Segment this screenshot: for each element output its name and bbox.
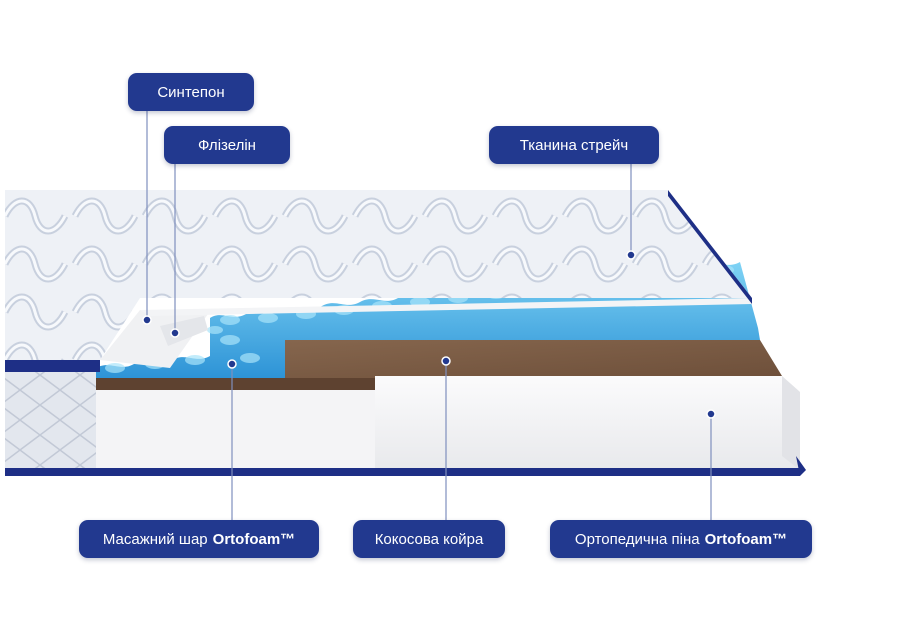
orthopedic-foam-layer bbox=[96, 376, 800, 470]
label-coconut-coir-text: Кокосова койра bbox=[374, 530, 484, 548]
marker-massage-layer bbox=[227, 359, 237, 369]
label-orthopedic-foam: Ортопедична піна Ortofoam™ bbox=[550, 520, 812, 558]
mattress-side-panel bbox=[5, 372, 806, 476]
label-stretch-fabric: Тканина стрейч bbox=[489, 126, 659, 164]
label-flizelin: Флізелін bbox=[164, 126, 290, 164]
label-sintepon: Синтепон bbox=[128, 73, 254, 111]
label-orthopedic-foam-brand: Ortofoam™ bbox=[704, 530, 788, 548]
label-massage-layer-brand: Ortofoam™ bbox=[212, 530, 296, 548]
stretch-fabric-cover bbox=[5, 190, 752, 372]
markers bbox=[142, 250, 716, 419]
marker-sintepon bbox=[142, 315, 152, 325]
label-flizelin-text: Флізелін bbox=[198, 136, 256, 154]
label-massage-layer-text: Масажний шар bbox=[102, 530, 208, 548]
marker-stretch-fabric bbox=[626, 250, 636, 260]
label-sintepon-text: Синтепон bbox=[157, 83, 225, 101]
marker-orthopedic-foam bbox=[706, 409, 716, 419]
label-orthopedic-foam-text: Ортопедична піна bbox=[574, 530, 700, 548]
label-coconut-coir: Кокосова койра bbox=[353, 520, 505, 558]
label-massage-layer: Масажний шар Ortofoam™ bbox=[79, 520, 319, 558]
coconut-coir-layer bbox=[96, 340, 782, 390]
leader-lines bbox=[146, 111, 712, 520]
marker-coconut-coir bbox=[441, 356, 451, 366]
marker-flizelin bbox=[170, 328, 180, 338]
padding-layers bbox=[100, 298, 752, 368]
label-stretch-fabric-text: Тканина стрейч bbox=[519, 136, 629, 154]
